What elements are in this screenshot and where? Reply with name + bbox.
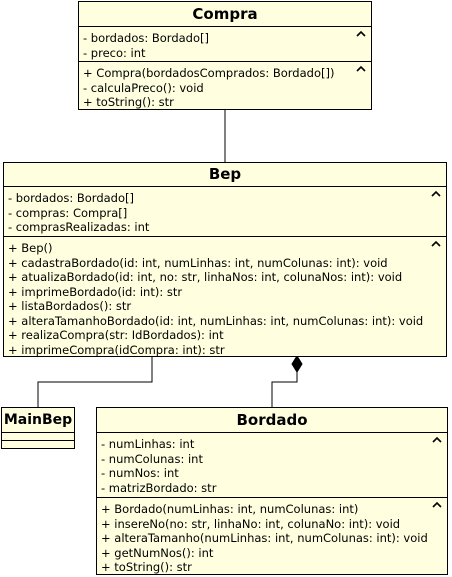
- method: + getNumNos(): int: [101, 545, 214, 560]
- class-bordado-attributes: - numLinhas: int - numColunas: int - num…: [97, 433, 447, 497]
- class-compra[interactable]: Compra - bordados: Bordado[] - preco: in…: [78, 1, 372, 110]
- class-compra-methods: + Compra(bordadosComprados: Bordado[]) -…: [79, 61, 371, 109]
- attribute: - bordados: Bordado[]: [8, 191, 134, 205]
- caret-up-icon[interactable]: [356, 65, 366, 73]
- attribute: - compras: Compra[]: [8, 205, 128, 220]
- method: + realizaCompra(str: IdBordados): int: [8, 328, 224, 342]
- attribute: - matrizBordado: str: [101, 480, 217, 495]
- method: + toString(): str: [83, 95, 174, 109]
- class-compra-attributes: - bordados: Bordado[] - preco: int: [79, 27, 371, 61]
- caret-up-icon[interactable]: [431, 240, 441, 248]
- caret-up-icon[interactable]: [432, 436, 442, 444]
- method: + cadastraBordado(id: int, numLinhas: in…: [8, 255, 388, 270]
- class-mainbep-methods: [2, 441, 74, 448]
- class-bordado[interactable]: Bordado - numLinhas: int - numColunas: i…: [96, 407, 448, 575]
- method: + atualizaBordado(id: int, no: str, linh…: [8, 270, 403, 284]
- caret-up-icon[interactable]: [432, 501, 442, 509]
- class-bep-attributes: - bordados: Bordado[] - compras: Compra[…: [4, 187, 446, 236]
- attribute: - numColunas: int: [101, 451, 203, 466]
- class-bep[interactable]: Bep - bordados: Bordado[] - compras: Com…: [3, 162, 447, 357]
- caret-up-icon[interactable]: [356, 30, 366, 38]
- method: + imprimeBordado(id: int): str: [8, 284, 183, 299]
- attribute: - bordados: Bordado[]: [83, 31, 209, 45]
- method: + toString(): str: [101, 560, 192, 574]
- method: - calculaPreco(): void: [83, 80, 204, 95]
- method: + Compra(bordadosComprados: Bordado[]): [83, 66, 335, 80]
- method: + Bordado(numLinhas: int, numColunas: in…: [101, 502, 359, 516]
- method: + listaBordados(): str: [8, 299, 132, 313]
- method: + alteraTamanhoBordado(id: int, numLinha…: [8, 313, 424, 328]
- class-bep-methods: + Bep() + cadastraBordado(id: int, numLi…: [4, 236, 446, 357]
- method: + alteraTamanho(numLinhas: int, numColun…: [101, 531, 428, 545]
- class-mainbep-name: MainBep: [2, 408, 74, 433]
- class-bordado-name: Bordado: [97, 408, 447, 433]
- class-mainbep-attributes: [2, 433, 74, 441]
- caret-up-icon[interactable]: [431, 190, 441, 198]
- class-bordado-methods: + Bordado(numLinhas: int, numColunas: in…: [97, 497, 447, 574]
- bep-mainbep-association: [37, 357, 153, 407]
- class-mainbep[interactable]: MainBep: [1, 407, 75, 449]
- attribute: - numNos: int: [101, 466, 179, 480]
- bep-bordado-composition-line: [271, 372, 298, 407]
- class-bep-name: Bep: [4, 163, 446, 187]
- attribute: - comprasRealizadas: int: [8, 220, 150, 234]
- composition-diamond-icon: [291, 355, 303, 373]
- method: + Bep(): [8, 241, 53, 255]
- class-compra-name: Compra: [79, 2, 371, 27]
- attribute: - preco: int: [83, 45, 146, 60]
- method: + insereNo(no: str, linhaNo: int, coluna…: [101, 516, 401, 531]
- attribute: - numLinhas: int: [101, 437, 195, 451]
- method: + imprimeCompra(idCompra: int): str: [8, 342, 225, 357]
